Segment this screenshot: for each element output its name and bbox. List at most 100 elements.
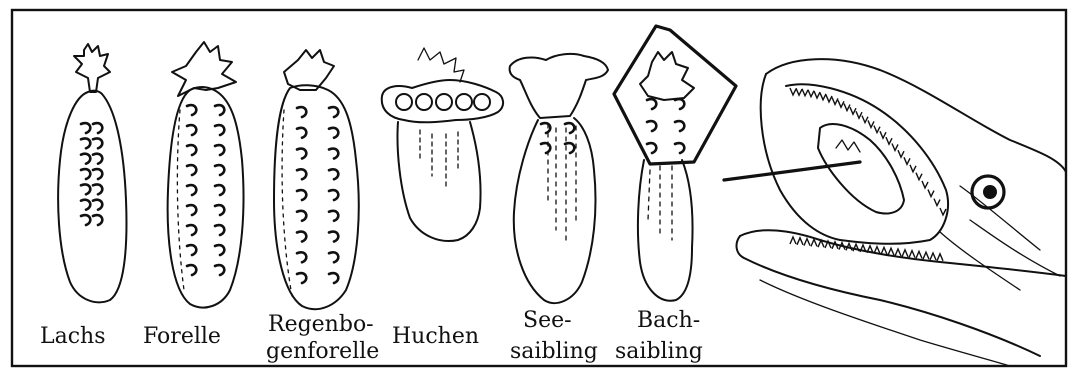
attachment-hook (215, 265, 224, 275)
attachment-hook (215, 205, 224, 215)
attachment-hook (675, 143, 684, 153)
fish-tooth (880, 131, 886, 138)
attachment-hook (541, 143, 550, 153)
attachment-hook (647, 143, 656, 153)
attachment-hook (81, 123, 90, 133)
pointer-line (724, 162, 860, 180)
attachment-hook (93, 154, 102, 164)
fish-pupil (983, 185, 997, 199)
attachment-hook (297, 273, 306, 283)
fish-tooth (934, 199, 940, 206)
seesaibling-specimen (510, 54, 608, 303)
regenbogenforelle-specimen (274, 50, 359, 309)
fish-tooth (922, 181, 928, 188)
fish-tooth (826, 95, 832, 102)
attachment-hook (93, 169, 102, 179)
fish-tooth (930, 253, 936, 260)
sucker-ring (396, 94, 412, 110)
fish-tooth (895, 249, 901, 256)
fish-tooth (937, 254, 943, 261)
label-regenbogenforelle-line2: genforelle (266, 339, 379, 364)
fish-tooth (888, 248, 894, 255)
attachment-hook (81, 215, 90, 225)
attachment-hook (329, 190, 338, 200)
fish-tooth (804, 239, 810, 246)
attachment-hook (297, 190, 306, 200)
fish-tooth (916, 251, 922, 258)
attachment-hook (297, 211, 306, 221)
attachment-hook (187, 185, 196, 195)
sucker-ring (474, 94, 490, 110)
attachment-hook (187, 245, 196, 255)
attachment-hook (297, 169, 306, 179)
attachment-hook (93, 138, 102, 148)
attachment-hook (675, 99, 684, 109)
lachs-specimen (58, 44, 126, 302)
fish-tooth (802, 89, 808, 96)
attachment-hook (297, 149, 306, 159)
attachment-hook (93, 123, 102, 133)
sucker-ring (456, 94, 472, 110)
attachment-hook (329, 128, 338, 138)
attachment-hook (81, 138, 90, 148)
sucker-ring (416, 94, 432, 110)
fish-tooth (868, 120, 874, 127)
attachment-hook (215, 125, 224, 135)
attachment-hook (81, 154, 90, 164)
attachment-hook (215, 165, 224, 175)
attachment-hook (187, 265, 196, 275)
attachment-hook (187, 165, 196, 175)
attachment-hook (297, 107, 306, 117)
fish-tooth (874, 126, 880, 133)
fish-tooth (796, 88, 802, 95)
label-regenbogenforelle-line1: Regenbo- (268, 312, 374, 337)
fish-tooth (892, 143, 898, 150)
fish-tooth (820, 93, 826, 100)
fish-tooth (790, 237, 796, 244)
fish-tooth (881, 247, 887, 254)
attachment-hook (329, 252, 338, 262)
fish-tooth (910, 165, 916, 172)
label-seesaibling-line2: saibling (510, 339, 598, 364)
attachment-hook (81, 184, 90, 194)
attachment-hook (187, 225, 196, 235)
attachment-hook (187, 105, 196, 115)
fish-tooth (862, 116, 868, 123)
label-bachsaibling-line1: Bach- (637, 308, 700, 333)
label-bachsaibling-line2: saibling (615, 339, 703, 364)
fish-tooth (811, 239, 817, 246)
fish-tooth (844, 104, 850, 111)
attachment-hook (329, 273, 338, 283)
fish-tooth (832, 97, 838, 104)
fish-tooth (928, 190, 934, 197)
fish-tooth (886, 137, 892, 144)
sucker-ring (436, 94, 452, 110)
fish-tooth (904, 157, 910, 164)
attachment-hook (187, 145, 196, 155)
label-seesaibling-line1: See- (523, 308, 572, 333)
forelle-specimen (168, 42, 244, 308)
attachment-hook (215, 245, 224, 255)
attachment-hook (93, 200, 102, 210)
fish-tooth (909, 251, 915, 258)
label-forelle: Forelle (143, 324, 221, 349)
fish-tooth (797, 238, 803, 245)
attachment-hook (647, 99, 656, 109)
fish-tooth (923, 252, 929, 259)
fish-tooth (902, 250, 908, 257)
attachment-hook (297, 128, 306, 138)
label-huchen: Huchen (392, 324, 479, 349)
attachment-hook (93, 184, 102, 194)
attachment-hook (81, 200, 90, 210)
label-lachs: Lachs (40, 324, 106, 349)
fish-tooth (850, 107, 856, 114)
fish-tooth (808, 90, 814, 97)
attachment-hook (675, 121, 684, 131)
attachment-hook (329, 232, 338, 242)
attachment-hook (297, 252, 306, 262)
attachment-hook (215, 185, 224, 195)
attachment-hook (93, 215, 102, 225)
fish-tooth (814, 91, 820, 98)
fish-head-illustration (737, 59, 1066, 366)
